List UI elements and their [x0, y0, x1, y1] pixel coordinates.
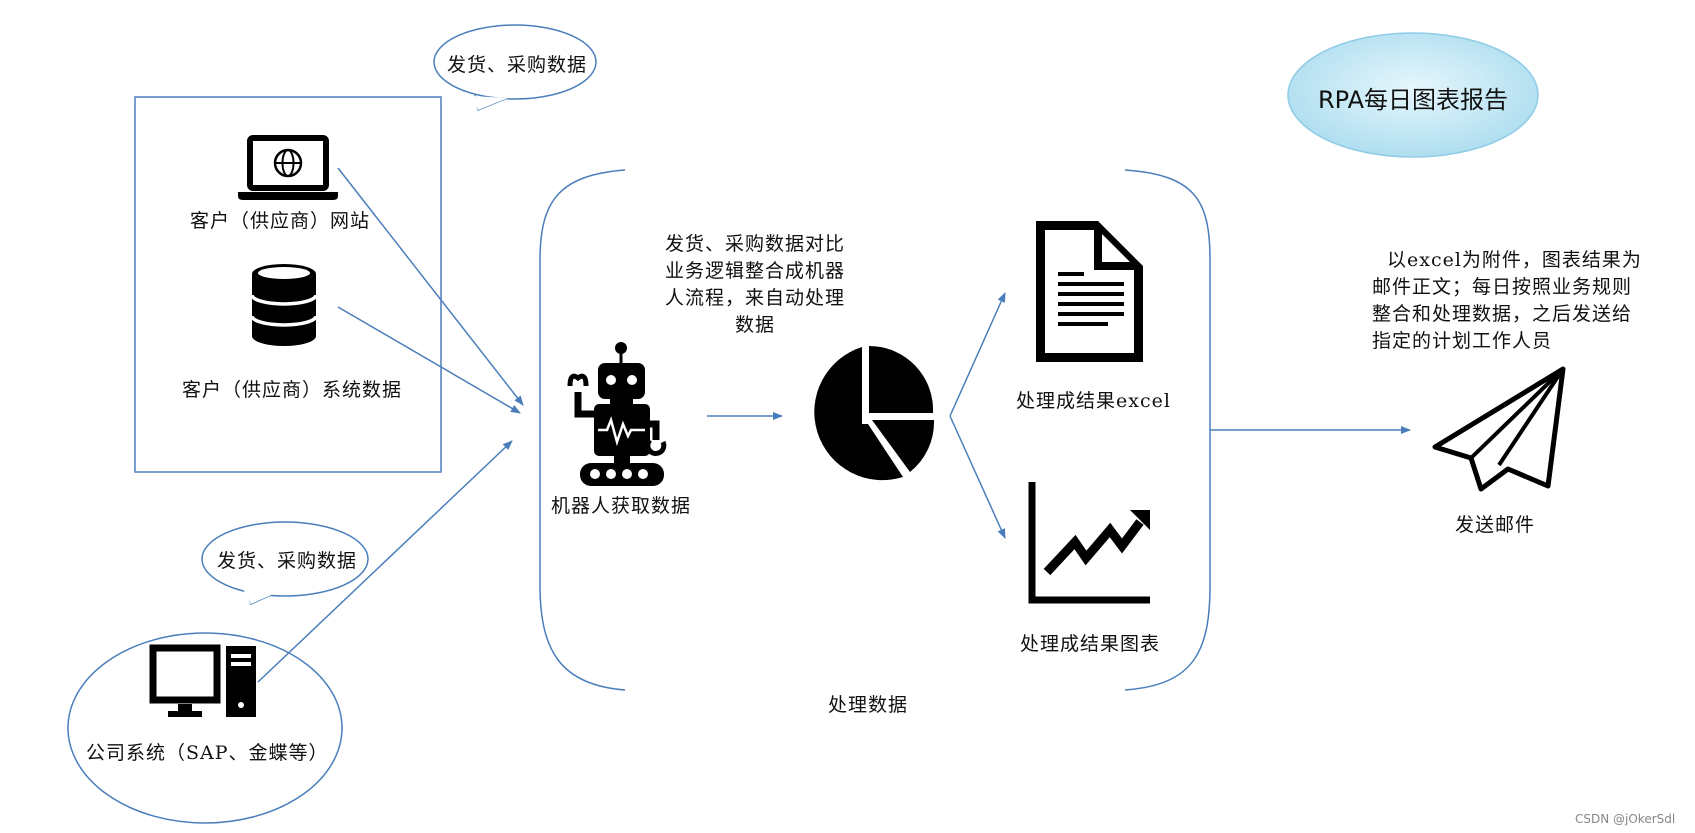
process-data-label: 处理数据 [828, 694, 909, 716]
compare-text-line: 数据 [734, 314, 775, 336]
bubble-top-label: 发货、采购数据 [447, 54, 588, 76]
company-system-ellipse [67, 632, 343, 824]
email-text-line: 指定的计划工作人员 [1372, 330, 1553, 352]
desktop-computer-icon [149, 644, 256, 717]
page-title: RPA每日图表报告 [1317, 86, 1509, 114]
arrow-website-to-robot [337, 167, 524, 406]
document-icon [1036, 221, 1143, 362]
paper-plane-icon [1432, 366, 1566, 492]
chart-output-label: 处理成结果图表 [1020, 633, 1161, 655]
compare-text-line: 业务逻辑整合成机器 [664, 260, 845, 282]
process-bracket-right [1124, 169, 1211, 691]
arrow-pie-to-excel [949, 292, 1006, 417]
send-email-label: 发送邮件 [1455, 514, 1536, 536]
company-system-label: 公司系统（SAP、金蝶等） [86, 742, 329, 764]
compare-text: 发货、采购数据对比 业务逻辑整合成机器 人流程，来自动处理 数据 [655, 231, 855, 339]
process-bracket-left [539, 169, 626, 691]
line-chart-icon [1028, 482, 1150, 604]
laptop-globe-icon [238, 135, 338, 200]
bubble-bottom-label: 发货、采购数据 [217, 550, 358, 572]
compare-text-line: 人流程，来自动处理 [664, 287, 845, 309]
email-text-line: 整合和处理数据，之后发送给 [1372, 303, 1633, 325]
arrow-system-to-robot [337, 306, 521, 414]
robot-label: 机器人获取数据 [551, 495, 692, 517]
arrow-pie-to-chart [949, 415, 1006, 539]
watermark: CSDN @jOkerSdl [1575, 812, 1676, 826]
email-description: 以excel为附件，图表结果为 邮件正文；每日按照业务规则 整合和处理数据，之后… [1372, 247, 1672, 355]
compare-text-line: 发货、采购数据对比 [664, 233, 845, 255]
website-label: 客户（供应商）网站 [190, 210, 371, 232]
excel-output-label: 处理成结果excel [1016, 390, 1171, 412]
source-box [134, 96, 442, 473]
robot-icon [567, 342, 667, 486]
speech-bubble-bottom [201, 521, 369, 606]
pie-chart-icon [814, 345, 935, 481]
system-data-label: 客户（供应商）系统数据 [182, 379, 403, 401]
email-text-line: 以excel为附件，图表结果为 [1387, 249, 1642, 271]
speech-bubble-top [433, 24, 597, 112]
arrow-company-to-robot [257, 440, 513, 683]
database-icon [250, 264, 318, 346]
title-ellipse [1287, 32, 1539, 158]
email-text-line: 邮件正文；每日按照业务规则 [1372, 276, 1633, 298]
